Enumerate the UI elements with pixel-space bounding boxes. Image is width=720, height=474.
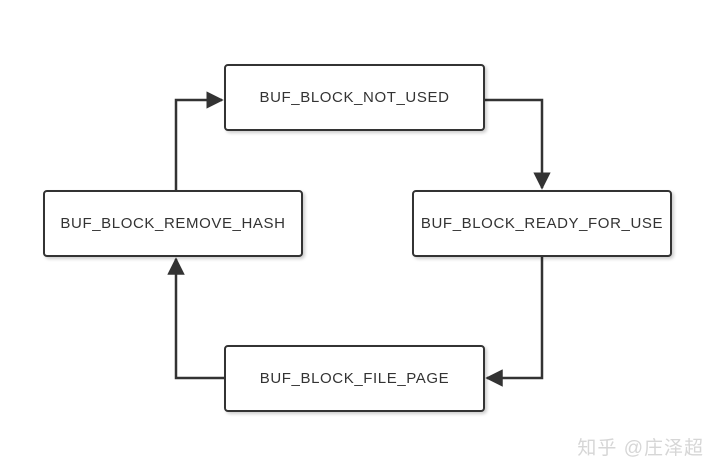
- state-node-label: BUF_BLOCK_NOT_USED: [259, 89, 450, 106]
- state-node-buf-block-not-used[interactable]: BUF_BLOCK_NOT_USED: [224, 64, 485, 131]
- edge-file-page-to-remove-hash: [167, 257, 224, 380]
- edge-not-used-to-ready-for-use: [485, 98, 551, 190]
- state-node-buf-block-ready-for-use[interactable]: BUF_BLOCK_READY_FOR_USE: [412, 190, 672, 257]
- state-node-label: BUF_BLOCK_REMOVE_HASH: [60, 215, 286, 232]
- state-node-buf-block-remove-hash[interactable]: BUF_BLOCK_REMOVE_HASH: [43, 190, 303, 257]
- state-node-label: BUF_BLOCK_FILE_PAGE: [259, 370, 450, 387]
- edge-remove-hash-to-not-used: [174, 91, 224, 190]
- edge-ready-for-use-to-file-page: [485, 257, 544, 387]
- watermark-text: 知乎 @庄泽超: [577, 438, 704, 459]
- state-node-buf-block-file-page[interactable]: BUF_BLOCK_FILE_PAGE: [224, 345, 485, 412]
- state-node-label: BUF_BLOCK_READY_FOR_USE: [420, 215, 664, 232]
